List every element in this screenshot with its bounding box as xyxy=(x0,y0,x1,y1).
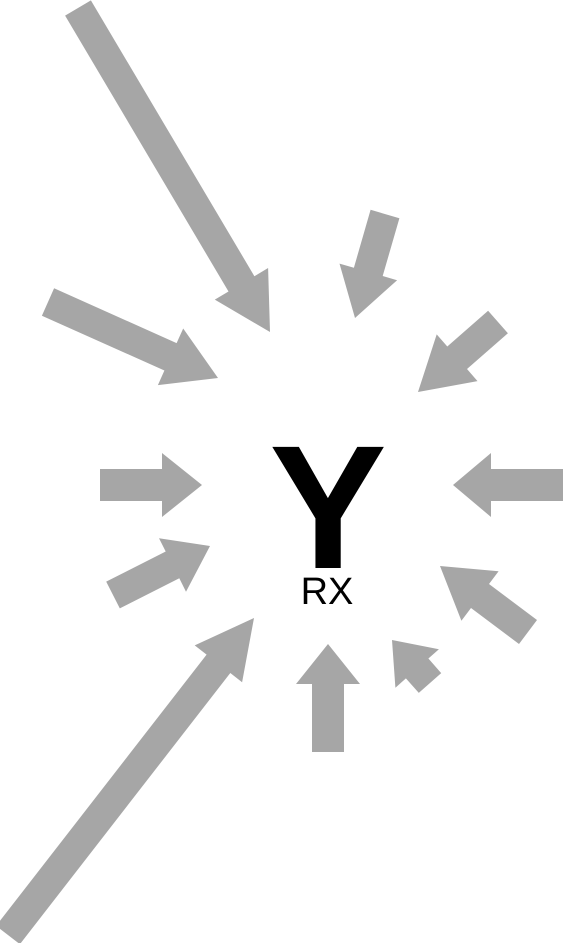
arrow-9 xyxy=(296,644,360,752)
arrow-8 xyxy=(0,618,254,943)
arrow-2 xyxy=(41,288,219,386)
arrow-1 xyxy=(65,0,270,333)
arrow-11 xyxy=(440,566,537,644)
arrow-4 xyxy=(418,310,508,392)
arrow-3 xyxy=(339,209,400,318)
arrow-10 xyxy=(392,640,442,693)
subtitle-label: RX xyxy=(301,571,354,613)
arrow-5 xyxy=(100,453,202,517)
center-symbol: Y xyxy=(269,410,386,606)
arrow-6 xyxy=(453,453,563,517)
arrow-7 xyxy=(106,538,210,609)
